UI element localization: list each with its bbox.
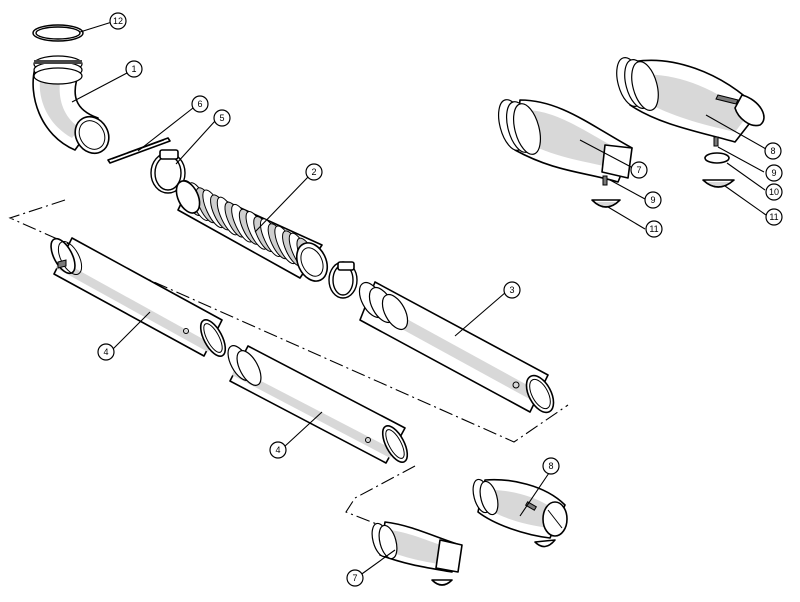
callout-circle bbox=[269, 441, 287, 459]
callout-c6: 6 bbox=[191, 95, 209, 113]
callout-circle bbox=[765, 164, 783, 182]
part-11-cap-upper bbox=[591, 199, 621, 208]
part-8-nozzle-lower bbox=[472, 478, 568, 548]
callout-number: 1 bbox=[131, 64, 136, 74]
callout-circle bbox=[305, 163, 323, 181]
callout-number: 8 bbox=[770, 146, 775, 156]
callout-circle bbox=[765, 183, 783, 201]
callout-circle bbox=[503, 281, 521, 299]
callout-circle bbox=[346, 569, 364, 587]
part-12-o-ring bbox=[32, 24, 84, 42]
callout-circle bbox=[97, 343, 115, 361]
callout-c8b: 8 bbox=[542, 457, 560, 475]
part-7-nozzle-lower bbox=[371, 521, 463, 586]
callout-number: 3 bbox=[509, 285, 514, 295]
callout-c10: 10 bbox=[765, 183, 783, 201]
callout-number: 4 bbox=[103, 347, 108, 357]
callouts: 12 1 6 5 2 3 4 4 7 9 11 8 9 10 11 8 7 bbox=[97, 12, 783, 587]
callout-circle bbox=[645, 220, 663, 238]
callout-number: 9 bbox=[771, 168, 776, 178]
callout-c11b: 11 bbox=[765, 208, 783, 226]
callout-circle bbox=[125, 60, 143, 78]
callout-c4a: 4 bbox=[97, 343, 115, 361]
callout-circle bbox=[644, 191, 662, 209]
callout-c5: 5 bbox=[213, 109, 231, 127]
part-9-knob-upper bbox=[704, 152, 730, 164]
callout-circle bbox=[630, 161, 648, 179]
part-7-nozzle-upper bbox=[497, 99, 633, 186]
callout-circle bbox=[213, 109, 231, 127]
callout-c7b: 7 bbox=[346, 569, 364, 587]
callout-number: 11 bbox=[649, 224, 658, 234]
callout-number: 7 bbox=[352, 573, 357, 583]
clamp-lower bbox=[328, 261, 358, 299]
callout-circle bbox=[764, 142, 782, 160]
callout-c3: 3 bbox=[503, 281, 521, 299]
callout-number: 4 bbox=[275, 445, 280, 455]
part-4-tube-lower bbox=[227, 345, 409, 464]
callout-c12: 12 bbox=[109, 12, 127, 30]
part-11-cap-right bbox=[702, 179, 735, 188]
callout-circle bbox=[109, 12, 127, 30]
callout-number: 2 bbox=[311, 167, 316, 177]
assembly-guide-lines bbox=[8, 199, 569, 531]
part-8-nozzle-upper bbox=[616, 57, 765, 147]
callout-c9b: 9 bbox=[765, 164, 783, 182]
part-5-clamp-upper bbox=[150, 149, 186, 194]
callout-c4b: 4 bbox=[269, 441, 287, 459]
callout-number: 5 bbox=[219, 113, 224, 123]
callout-number: 6 bbox=[197, 99, 202, 109]
callout-circle bbox=[765, 208, 783, 226]
part-3-tube bbox=[358, 281, 555, 414]
callout-circle bbox=[542, 457, 560, 475]
callout-number: 12 bbox=[113, 16, 123, 26]
part-4-tube-upper bbox=[50, 237, 227, 357]
callout-c2: 2 bbox=[305, 163, 323, 181]
callout-c1: 1 bbox=[125, 60, 143, 78]
callout-c7a: 7 bbox=[630, 161, 648, 179]
part-1-elbow bbox=[32, 55, 110, 155]
callout-c8a: 8 bbox=[764, 142, 782, 160]
callout-c9a: 9 bbox=[644, 191, 662, 209]
part-2-corrugated-hose bbox=[175, 180, 329, 282]
callout-number: 8 bbox=[548, 461, 553, 471]
callout-number: 10 bbox=[769, 187, 779, 197]
leader-lines bbox=[71, 21, 767, 577]
callout-circle bbox=[191, 95, 209, 113]
callout-number: 7 bbox=[636, 165, 641, 175]
callout-c11a: 11 bbox=[645, 220, 663, 238]
callout-number: 9 bbox=[650, 195, 655, 205]
callout-number: 11 bbox=[769, 212, 778, 222]
